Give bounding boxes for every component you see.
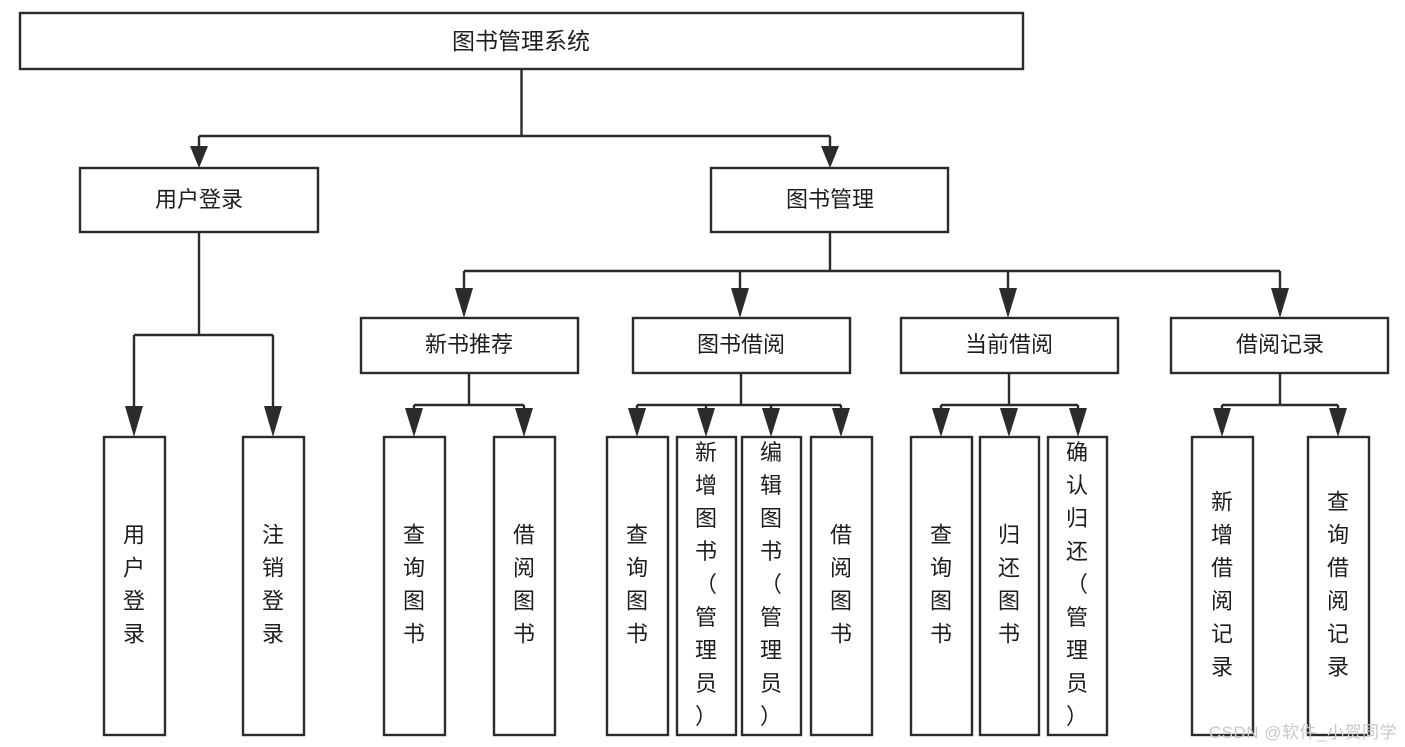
node-new-book-recommend-box[interactable] — [359, 316, 580, 375]
arrow-head-newbook-leaf-1 — [405, 408, 423, 437]
leaf-currentborrow-return-book-box[interactable] — [978, 435, 1041, 737]
leaf-bookborrow-borrow-book-box[interactable] — [809, 435, 874, 737]
leaf-newbook-query-book-box[interactable] — [382, 435, 447, 737]
leaf-currentborrow-return-book[interactable]: 归还图书 — [978, 435, 1041, 737]
arrow-head-currentborrow-leaf-2 — [1000, 408, 1018, 437]
arrow-head-currentborrow-leaf-3 — [1069, 408, 1087, 437]
leaf-currentborrow-confirm-return-box[interactable] — [1046, 435, 1109, 737]
node-book-borrow[interactable]: 图书借阅 — [631, 316, 852, 375]
leaf-bookborrow-add-book-box[interactable] — [675, 435, 738, 737]
leaf-newbook-query-book-label: 查询图书 — [403, 522, 425, 646]
leaf-currentborrow-confirm-return-label: 确认归还（管理员） — [1066, 440, 1088, 729]
node-user-login-box[interactable] — [78, 166, 320, 234]
node-current-borrow[interactable]: 当前借阅 — [899, 316, 1120, 375]
node-borrow-record-label: 借阅记录 — [1236, 332, 1324, 357]
node-root-box[interactable] — [18, 11, 1025, 71]
leaf-borrowrecord-add-record-box[interactable] — [1190, 435, 1255, 737]
leaf-currentborrow-query-book-label: 查询图书 — [930, 522, 952, 646]
node-book-manage-box[interactable] — [709, 166, 950, 234]
node-book-manage[interactable]: 图书管理 — [709, 166, 950, 234]
leaf-borrowrecord-query-record-label: 查询借阅记录 — [1327, 489, 1349, 679]
arrow-head-borrowrecord-leaf-1 — [1213, 408, 1231, 437]
arrow-head-bookborrow-leaf-4 — [832, 408, 850, 437]
arrow-head-new-book — [455, 288, 473, 318]
leaf-borrowrecord-query-record[interactable]: 查询借阅记录 — [1306, 435, 1371, 737]
leaf-bookborrow-edit-book-box[interactable] — [740, 435, 803, 737]
arrow-head-book-borrow — [731, 288, 749, 318]
leaf-borrowrecord-add-record-label: 新增借阅记录 — [1211, 489, 1233, 679]
leaf-currentborrow-return-book-label: 归还图书 — [998, 522, 1020, 646]
leaf-bookborrow-add-book[interactable]: 新增图书（管理员） — [675, 435, 738, 737]
node-root-label: 图书管理系统 — [452, 28, 590, 54]
node-user-login-label: 用户登录 — [155, 187, 243, 212]
leaf-bookborrow-edit-book-label: 编辑图书（管理员） — [760, 440, 782, 729]
leaf-bookborrow-add-book-label: 新增图书（管理员） — [695, 440, 717, 729]
leaf-logout-box[interactable] — [241, 435, 306, 737]
arrow-head-borrowrecord-leaf-2 — [1329, 408, 1347, 437]
node-borrow-record-box[interactable] — [1169, 316, 1390, 375]
leaf-currentborrow-query-book-box[interactable] — [909, 435, 974, 737]
arrow-head-user-login — [190, 146, 208, 168]
leaf-newbook-borrow-book-box[interactable] — [492, 435, 557, 737]
arrow-head-book-manage — [821, 146, 839, 168]
leaf-currentborrow-query-book[interactable]: 查询图书 — [909, 435, 974, 737]
leaf-user-login-label: 用户登录 — [123, 522, 145, 646]
node-root[interactable]: 图书管理系统 — [18, 11, 1025, 71]
leaf-logout-label: 注销登录 — [262, 522, 284, 646]
leaf-bookborrow-borrow-book[interactable]: 借阅图书 — [809, 435, 874, 737]
leaf-borrowrecord-query-record-box[interactable] — [1306, 435, 1371, 737]
leaf-currentborrow-confirm-return[interactable]: 确认归还（管理员） — [1046, 435, 1109, 737]
connectors — [125, 69, 1347, 437]
arrow-head-leaf-logout — [264, 406, 282, 437]
node-user-login[interactable]: 用户登录 — [78, 166, 320, 234]
node-book-borrow-box[interactable] — [631, 316, 852, 375]
leaf-bookborrow-query-book[interactable]: 查询图书 — [605, 435, 670, 737]
leaf-logout[interactable]: 注销登录 — [241, 435, 306, 737]
leaf-bookborrow-edit-book[interactable]: 编辑图书（管理员） — [740, 435, 803, 737]
leaf-user-login-box[interactable] — [102, 435, 167, 737]
node-current-borrow-box[interactable] — [899, 316, 1120, 375]
leaf-newbook-query-book[interactable]: 查询图书 — [382, 435, 447, 737]
leaf-borrowrecord-add-record[interactable]: 新增借阅记录 — [1190, 435, 1255, 737]
node-book-manage-label: 图书管理 — [786, 187, 874, 212]
arrow-head-borrow-record — [1271, 288, 1289, 318]
arrow-head-bookborrow-leaf-3 — [762, 408, 780, 437]
leaf-user-login[interactable]: 用户登录 — [102, 435, 167, 737]
arrow-head-bookborrow-leaf-2 — [697, 408, 715, 437]
arrow-head-current-borrow — [999, 288, 1017, 318]
leaf-newbook-borrow-book-label: 借阅图书 — [513, 522, 535, 646]
node-book-borrow-label: 图书借阅 — [697, 332, 785, 357]
leaf-bookborrow-borrow-book-label: 借阅图书 — [830, 522, 852, 646]
node-new-book-recommend-label: 新书推荐 — [425, 332, 513, 357]
leaf-newbook-borrow-book[interactable]: 借阅图书 — [492, 435, 557, 737]
node-current-borrow-label: 当前借阅 — [965, 332, 1053, 357]
arrow-head-newbook-leaf-2 — [515, 408, 533, 437]
arrow-head-bookborrow-leaf-1 — [628, 408, 646, 437]
node-borrow-record[interactable]: 借阅记录 — [1169, 316, 1390, 375]
node-new-book-recommend[interactable]: 新书推荐 — [359, 316, 580, 375]
arrow-head-currentborrow-leaf-1 — [932, 408, 950, 437]
arrow-head-leaf-user-login — [125, 406, 143, 437]
leaf-bookborrow-query-book-box[interactable] — [605, 435, 670, 737]
leaf-bookborrow-query-book-label: 查询图书 — [626, 522, 648, 646]
